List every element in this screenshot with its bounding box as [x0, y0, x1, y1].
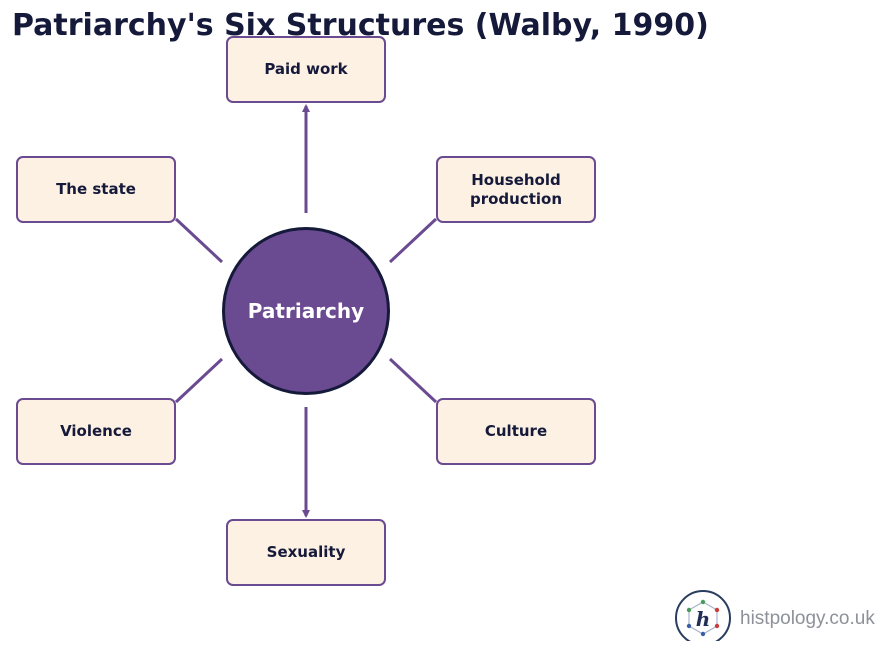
node-violence: Violence [16, 398, 176, 465]
node-sexuality: Sexuality [226, 519, 386, 586]
connector-culture [388, 357, 438, 404]
node-violence-label: Violence [60, 422, 132, 441]
connector-violence [174, 357, 224, 404]
connector-the-state [174, 217, 224, 264]
node-household-production-label: Household production [469, 170, 563, 208]
node-paid-work: Paid work [226, 36, 386, 103]
logo-letter: h [696, 607, 711, 631]
node-culture-label: Culture [484, 422, 548, 441]
histpology-logo: h histpology.co.uk [673, 589, 878, 646]
node-paid-work-label: Paid work [264, 60, 348, 79]
node-the-state-label: The state [56, 180, 136, 199]
node-household-production: Household production [436, 156, 596, 223]
node-sexuality-label: Sexuality [266, 543, 346, 562]
logo-text: histpology.co.uk [740, 608, 875, 629]
center-label: Patriarchy [247, 299, 365, 323]
node-the-state: The state [16, 156, 176, 223]
center-node-patriarchy: Patriarchy [222, 227, 390, 395]
node-culture: Culture [436, 398, 596, 465]
connector-household-production [388, 217, 438, 264]
logo-emblem-icon: h [675, 590, 731, 646]
